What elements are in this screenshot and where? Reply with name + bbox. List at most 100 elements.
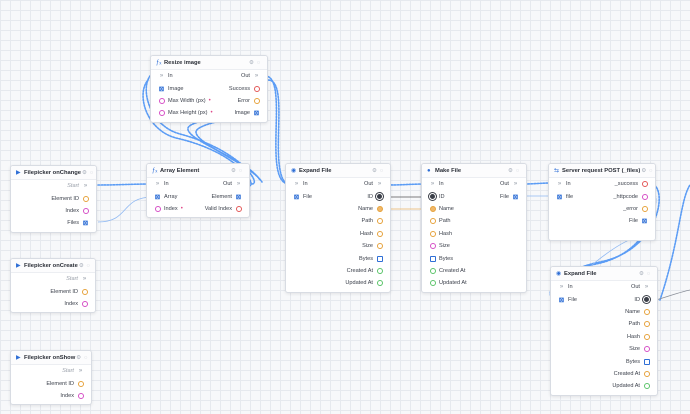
hash-port[interactable] [429,230,436,237]
created-at-port[interactable] [429,267,436,274]
node-header[interactable]: ƒₓ Resize image ⚙ ◌ [151,56,267,70]
in-port[interactable]: » [557,181,562,188]
index-port[interactable] [77,392,84,399]
array-port[interactable]: ⊠ [154,193,161,201]
index-port[interactable] [81,300,88,307]
node-header[interactable]: ƒₓ Array Element ⚙ ◌ [147,164,249,178]
settings-icon[interactable]: ⚙ [508,167,513,174]
link-icon[interactable]: ◌ [646,270,651,277]
hash-port[interactable] [376,230,383,237]
image-out-port[interactable]: ⊠ [253,110,260,118]
name-port[interactable] [376,205,383,212]
name-port[interactable] [643,308,650,315]
path-port[interactable] [376,218,383,225]
error-port[interactable] [641,205,648,212]
node-filepicker-oncreate[interactable]: ▶ Filepicker onCreate ⚙ ◌ Start» Element… [10,258,96,313]
node-header[interactable]: ● Make File ⚙ ◌ [422,164,526,178]
httpcode-port[interactable] [641,193,648,200]
in-port[interactable]: » [159,73,164,80]
node-header[interactable]: ▶ Filepicker onShow ⚙ ◌ [11,351,91,365]
in-port[interactable]: » [294,181,299,188]
valid-index-port[interactable] [235,205,242,212]
file-port[interactable]: ⊠ [558,296,565,304]
in-port[interactable]: » [430,181,435,188]
out-port[interactable]: » [377,181,382,188]
node-header[interactable]: ⇆ Server request POST (_files) ⚙ ◌ [549,164,655,178]
file-port[interactable]: ⊠ [556,193,563,201]
error-port[interactable] [253,97,260,104]
settings-icon[interactable]: ⚙ [78,262,84,269]
element-id-port[interactable] [81,288,88,295]
out-port[interactable]: » [254,73,259,80]
node-header[interactable]: ◉ Expand File ⚙ ◌ [286,164,390,178]
files-port[interactable]: ⊠ [82,220,89,228]
element-id-port[interactable] [77,380,84,387]
settings-icon[interactable]: ⚙ [372,167,377,174]
node-make-file[interactable]: ● Make File ⚙ ◌ »In ID Name Path Hash Si… [421,163,527,293]
link-icon[interactable]: ◌ [84,354,88,361]
updated-at-port[interactable] [429,280,436,287]
size-port[interactable] [429,243,436,250]
index-port[interactable] [82,207,89,214]
created-at-port[interactable] [376,267,383,274]
file-port[interactable]: ⊠ [293,193,300,201]
hash-port[interactable] [643,333,650,340]
max-height-port[interactable] [158,110,165,117]
out-port[interactable]: » [513,181,518,188]
element-port[interactable]: ⊠ [235,193,242,201]
in-port[interactable]: » [155,181,160,188]
node-header[interactable]: ▶ Filepicker onChange ⚙ ◌ [11,166,96,180]
bytes-port[interactable] [643,358,650,365]
max-width-port[interactable] [158,97,165,104]
id-port[interactable] [376,193,383,200]
image-port[interactable]: ⊠ [158,85,165,93]
start-port[interactable]: » [78,368,83,375]
path-port[interactable] [429,218,436,225]
bytes-port[interactable] [376,255,383,262]
wire-files-array [97,196,154,223]
out-port[interactable]: » [236,181,241,188]
id-port[interactable] [643,296,650,303]
link-icon[interactable]: ◌ [379,167,384,174]
settings-icon[interactable]: ⚙ [639,270,644,277]
node-resize-image[interactable]: ƒₓ Resize image ⚙ ◌ »In ⊠Image Max Width… [150,55,268,123]
node-filepicker-onchange[interactable]: ▶ Filepicker onChange ⚙ ◌ Start» Element… [10,165,97,233]
settings-icon[interactable]: ⚙ [249,59,254,66]
start-port[interactable]: » [83,183,88,190]
updated-at-port[interactable] [376,280,383,287]
link-icon[interactable]: ◌ [238,167,243,174]
link-icon[interactable]: ◌ [649,167,653,174]
settings-icon[interactable]: ⚙ [641,167,647,174]
file-out-port[interactable]: ⊠ [512,193,519,201]
node-server-request[interactable]: ⇆ Server request POST (_files) ⚙ ◌ »In ⊠… [548,163,656,241]
settings-icon[interactable]: ⚙ [76,354,82,361]
name-port[interactable] [429,205,436,212]
out-port[interactable]: » [644,284,649,291]
id-port[interactable] [429,193,436,200]
node-expand-file[interactable]: ◉ Expand File ⚙ ◌ »In ⊠File Out» ID Name… [285,163,391,293]
node-filepicker-onshow[interactable]: ▶ Filepicker onShow ⚙ ◌ Start» Element I… [10,350,92,405]
node-header[interactable]: ◉ Expand File ⚙ ◌ [551,267,657,281]
size-port[interactable] [376,243,383,250]
start-port[interactable]: » [82,276,87,283]
bytes-port[interactable] [429,255,436,262]
link-icon[interactable]: ◌ [89,169,94,176]
node-array-element[interactable]: ƒₓ Array Element ⚙ ◌ »In ⊠Array Index• O… [146,163,250,218]
node-expand-file-2[interactable]: ◉ Expand File ⚙ ◌ »In ⊠File Out» ID Name… [550,266,658,396]
index-port[interactable] [154,205,161,212]
in-port[interactable]: » [559,284,564,291]
settings-icon[interactable]: ⚙ [82,169,87,176]
success-port[interactable] [641,181,648,188]
file-out-port[interactable]: ⊠ [641,218,648,226]
path-port[interactable] [643,321,650,328]
link-icon[interactable]: ◌ [256,59,261,66]
node-header[interactable]: ▶ Filepicker onCreate ⚙ ◌ [11,259,95,273]
link-icon[interactable]: ◌ [86,262,90,269]
updated-at-port[interactable] [643,383,650,390]
link-icon[interactable]: ◌ [515,167,520,174]
size-port[interactable] [643,346,650,353]
settings-icon[interactable]: ⚙ [231,167,236,174]
element-id-port[interactable] [82,195,89,202]
success-port[interactable] [253,85,260,92]
created-at-port[interactable] [643,370,650,377]
